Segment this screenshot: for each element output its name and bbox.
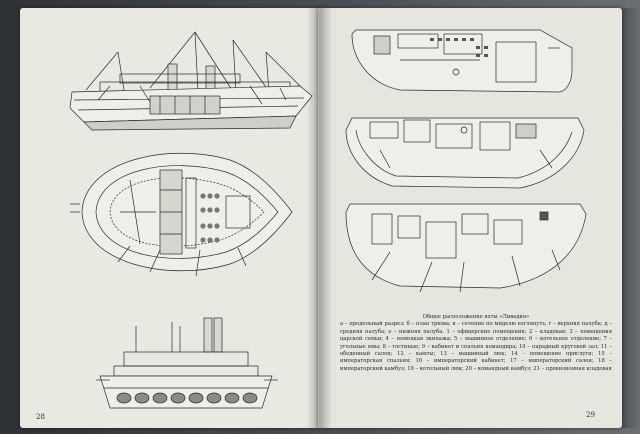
caption-body: а – продольный разрез; б – план трюма; в… — [340, 321, 612, 372]
hold-plan-drawing — [70, 152, 293, 277]
lower-deck-plan-drawing — [345, 203, 587, 293]
figure-caption: Общее расположение яхты «Ливадия» а – пр… — [340, 314, 612, 373]
right-page-number: 29 — [586, 411, 595, 419]
longitudinal-section-drawing — [69, 31, 313, 131]
caption-title: Общее расположение яхты «Ливадия» — [422, 314, 530, 320]
page-edge-shadow — [622, 8, 640, 428]
midship-section-drawing — [96, 317, 278, 409]
upper-deck-plan-drawing — [351, 29, 573, 93]
left-page-number: 28 — [36, 413, 45, 421]
book-gutter — [306, 8, 332, 428]
middle-deck-plan-drawing — [345, 117, 585, 189]
